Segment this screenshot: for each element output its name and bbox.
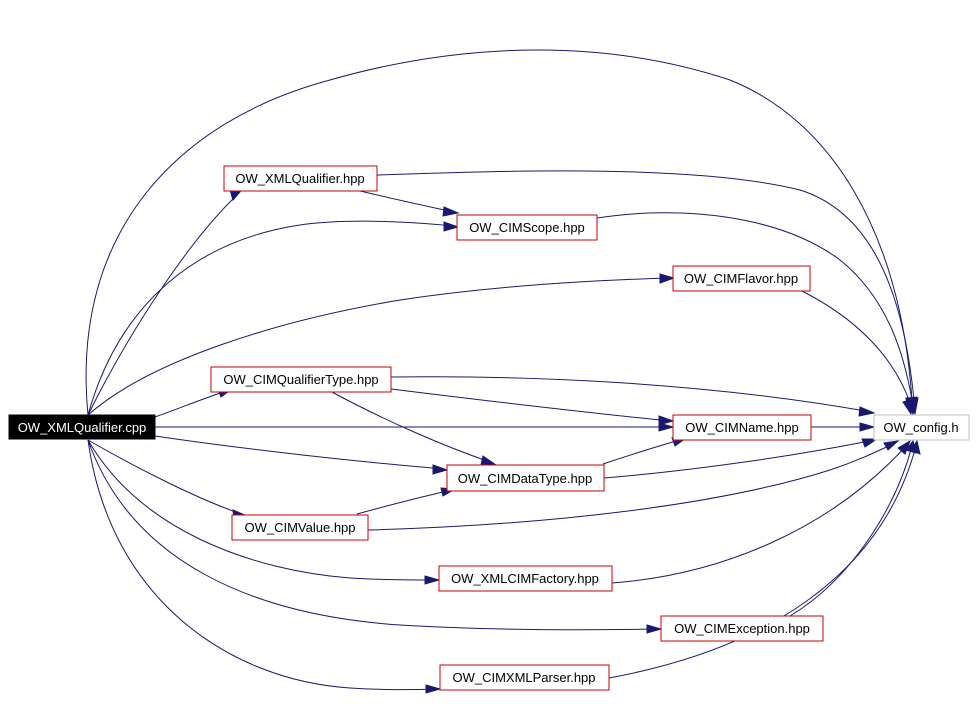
edge-cimscope-to-config	[596, 212, 913, 401]
node-label: OW_CIMFlavor.hpp	[684, 271, 798, 286]
node-label: OW_XMLQualifier.cpp	[18, 420, 147, 435]
arrowhead-icon	[425, 684, 442, 694]
edge-cimflavor-to-config	[799, 289, 911, 404]
arrowhead-icon	[910, 439, 921, 455]
arrowhead-icon	[442, 206, 460, 217]
arrowhead-icon	[646, 624, 663, 634]
node-label: OW_CIMValue.hpp	[244, 520, 355, 535]
node-label: OW_config.h	[883, 420, 958, 435]
arrowhead-icon	[443, 221, 460, 232]
nodes: OW_XMLQualifier.cpp OW_XMLQualifier.hpp …	[8, 165, 970, 691]
edge-root-to-cimqualifiertype	[154, 389, 230, 418]
node-label: OW_CIMName.hpp	[685, 420, 798, 435]
arrowhead-icon	[480, 455, 498, 466]
node-label: OW_CIMXMLParser.hpp	[452, 670, 595, 685]
edge-cimvalue-to-cimdatatype	[356, 489, 453, 515]
edge-root-to-xmlcimfactory	[87, 439, 437, 581]
arrowhead-icon	[659, 273, 676, 284]
node-label: OW_CIMScope.hpp	[469, 220, 585, 235]
node-ow-cimxmlparser-hpp[interactable]: OW_CIMXMLParser.hpp	[439, 664, 610, 691]
edge-root-to-cimvalue	[87, 439, 245, 516]
node-label: OW_CIMQualifierType.hpp	[223, 372, 378, 387]
edge-cimqualifiertype-to-cimname	[390, 388, 671, 422]
node-ow-cimexception-hpp[interactable]: OW_CIMException.hpp	[660, 615, 824, 642]
node-ow-cimdatatype-hpp[interactable]: OW_CIMDataType.hpp	[446, 464, 605, 492]
node-ow-cimvalue-hpp[interactable]: OW_CIMValue.hpp	[231, 514, 369, 541]
edge-xmlqualifier-hpp-to-cimscope	[359, 190, 455, 213]
edge-root-to-cimflavor	[87, 277, 671, 416]
edge-cimdatatype-to-config	[603, 439, 875, 479]
edge-root-to-cimscope	[87, 220, 455, 416]
arrowhead-icon	[658, 422, 675, 432]
node-ow-cimflavor-hpp[interactable]: OW_CIMFlavor.hpp	[672, 265, 811, 292]
edge-root-to-cimexception	[87, 439, 659, 631]
node-ow-config-h[interactable]: OW_config.h	[873, 414, 970, 441]
edge-cimdatatype-to-cimname	[602, 438, 684, 465]
arrowhead-icon	[858, 406, 876, 417]
node-ow-xmlqualifier-cpp[interactable]: OW_XMLQualifier.cpp	[8, 414, 156, 440]
edge-cimqualifiertype-to-config	[390, 376, 872, 413]
edge-root-to-cimdatatype	[154, 435, 445, 470]
edge-cimvalue-to-config	[367, 442, 896, 531]
node-ow-xmlcimfactory-hpp[interactable]: OW_XMLCIMFactory.hpp	[438, 565, 613, 592]
edge-xmlqualifier-hpp-to-config	[376, 170, 915, 401]
arrowhead-icon	[902, 398, 913, 416]
arrowhead-icon	[883, 440, 900, 451]
node-ow-cimscope-hpp[interactable]: OW_CIMScope.hpp	[456, 214, 598, 241]
node-label: OW_CIMDataType.hpp	[458, 471, 592, 486]
node-label: OW_XMLQualifier.hpp	[235, 171, 364, 186]
arrowhead-icon	[658, 415, 675, 426]
arrowhead-icon	[432, 464, 449, 475]
node-ow-cimqualifiertype-hpp[interactable]: OW_CIMQualifierType.hpp	[210, 366, 392, 393]
arrowhead-icon	[861, 438, 879, 448]
node-label: OW_XMLCIMFactory.hpp	[451, 571, 599, 586]
arrowhead-icon	[424, 575, 441, 585]
node-ow-cimname-hpp[interactable]: OW_CIMName.hpp	[672, 414, 812, 441]
arrowhead-icon	[859, 422, 876, 432]
edge-cimexception-to-config	[789, 445, 913, 617]
node-ow-xmlqualifier-hpp[interactable]: OW_XMLQualifier.hpp	[223, 165, 378, 192]
edge-cimqualifiertype-to-cimdatatype	[329, 390, 494, 464]
edge-xmlcimfactory-to-config	[611, 444, 908, 584]
node-label: OW_CIMException.hpp	[674, 621, 810, 636]
edge-root-to-config	[85, 49, 913, 416]
edge-root-to-cimxmlparser	[87, 439, 438, 691]
edge-cimxmlparser-to-config	[608, 445, 917, 679]
